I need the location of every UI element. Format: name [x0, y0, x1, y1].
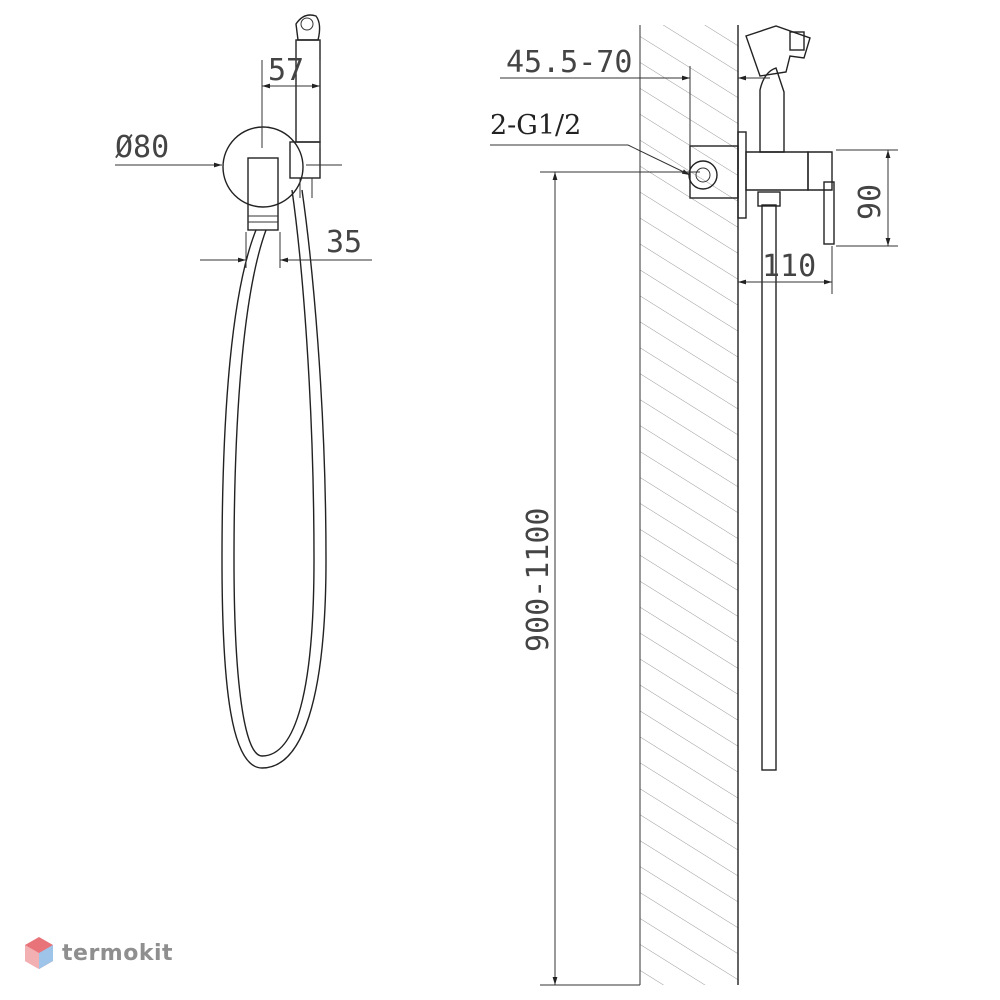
spray-head: [295, 14, 321, 41]
wall-flange: [222, 126, 304, 208]
spray-handle: [759, 67, 785, 153]
dim-110-label: 110: [762, 249, 816, 284]
dim-57-label: 57: [268, 53, 304, 88]
dim-wall-depth-label: 45.5-70: [506, 45, 632, 80]
hexagon-icon: [25, 937, 53, 969]
dim-35-label: 35: [326, 225, 362, 260]
hose-vertical: [761, 204, 777, 771]
wall-hatch: [640, 25, 738, 985]
holder-body: [247, 157, 279, 231]
dim-90-label: 90: [853, 184, 888, 220]
brand-name: termokit: [62, 940, 174, 966]
hose: [221, 189, 327, 769]
thread-label: 2-G1/2: [490, 110, 581, 141]
side-view: 45.5-70 2-G1/2 90 110 900-1100: [490, 25, 898, 986]
dim-diameter-label: Ø80: [115, 130, 169, 165]
brand-logo: termokit: [24, 936, 173, 970]
front-view: 57 Ø80 35: [115, 14, 372, 769]
dim-mount-height-label: 900-1100: [521, 508, 556, 653]
